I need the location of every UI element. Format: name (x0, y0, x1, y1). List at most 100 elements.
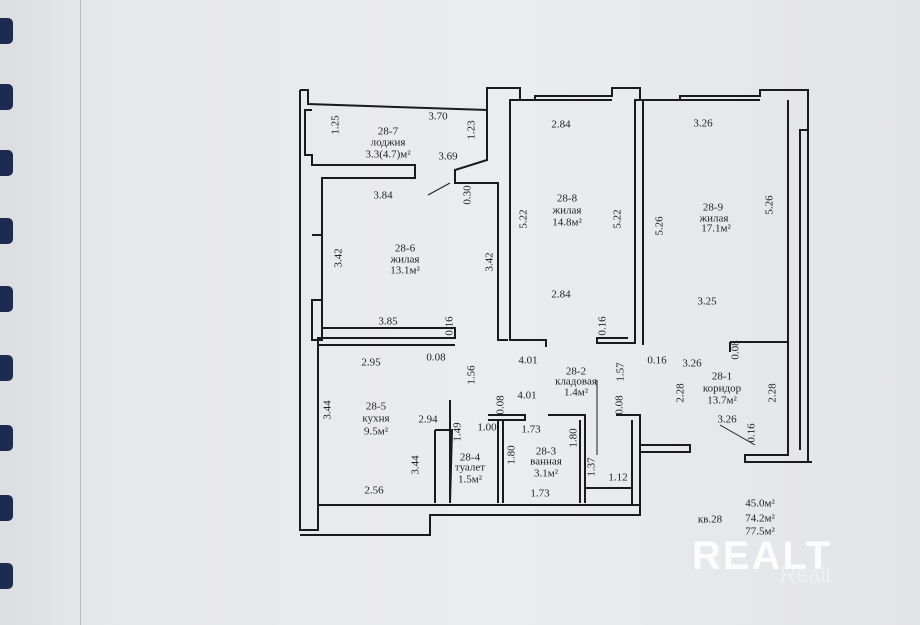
dim-label: 0.16 (745, 423, 758, 443)
room-id: 28-7 (377, 125, 399, 138)
dim-label: 1.57 (614, 362, 627, 382)
corridor-wall (744, 100, 812, 463)
binder-ring (0, 218, 13, 244)
binder-ring (0, 495, 13, 521)
wall (729, 341, 788, 352)
dim-label: 3.26 (693, 117, 713, 130)
dim-label: 3.25 (697, 295, 717, 308)
dim-label: 1.23 (465, 120, 478, 140)
wall (311, 182, 323, 341)
dim-label: 0.16 (596, 316, 609, 336)
dim-label: 1.49 (451, 422, 464, 442)
room-area: 14.8м² (552, 216, 582, 229)
room-type: кухня (362, 412, 390, 425)
dim-label: 5.26 (763, 195, 776, 215)
dim-label: 0.08 (494, 395, 507, 415)
dim-label: 1.25 (329, 115, 342, 135)
dim-label: 3.26 (717, 413, 737, 426)
room-area: 3.3(4.7)м² (365, 148, 411, 161)
window (535, 95, 612, 101)
bottom-wall (300, 345, 641, 536)
dim-label: 0.16 (443, 316, 456, 336)
room-9-walls (640, 89, 809, 450)
outer-wall-left (299, 90, 319, 531)
dim-label: 3.70 (428, 110, 448, 123)
dim-label: 4.01 (518, 354, 538, 367)
dim-label: 5.22 (517, 209, 530, 229)
wall (317, 327, 456, 346)
dim-label: 1.00 (477, 421, 497, 434)
total-area: 74.2м² (745, 512, 775, 525)
room-type: ванная (530, 455, 562, 468)
room-area: 13.1м² (390, 264, 420, 277)
dim-label: 1.37 (585, 457, 598, 477)
binder-margin-line (80, 0, 81, 625)
binder-ring (0, 150, 13, 176)
realt-watermark-faint: Realt (780, 562, 832, 587)
dim-label: 0.08 (613, 395, 626, 415)
room-type: жилая (552, 204, 582, 217)
dim-label: 2.95 (361, 356, 381, 369)
wall (300, 87, 547, 347)
dim-label: 2.84 (551, 288, 571, 301)
dim-label: 2.28 (674, 383, 687, 403)
room-area: 9.5м² (363, 425, 389, 438)
dim-label: 0.08 (426, 351, 446, 364)
binder-ring (0, 84, 13, 110)
room-id: 28-4 (459, 451, 481, 464)
room-id: 28-6 (394, 242, 416, 255)
dim-label: 1.80 (505, 445, 518, 465)
room-area: 13.7м² (707, 394, 737, 407)
room-area: 3.1м² (533, 467, 559, 480)
dim-label: 1.73 (521, 423, 541, 436)
room-id: 28-5 (365, 400, 387, 413)
room-area: 1.4м² (563, 386, 589, 399)
dim-label: 1.80 (567, 428, 580, 448)
dim-label: 2.28 (766, 383, 779, 403)
room-id: 28-1 (711, 370, 733, 383)
room-type: жилая (699, 212, 729, 225)
room-type: лоджия (370, 136, 406, 149)
bath-wall (488, 414, 526, 503)
room-id: 28-9 (702, 201, 724, 214)
room-area: 1.5м² (457, 473, 483, 486)
toilet-wall (434, 400, 454, 504)
window (680, 95, 760, 101)
dim-label: 5.26 (653, 216, 666, 236)
total-area-with-loggia: 77.5м² (745, 525, 775, 538)
binder-ring (0, 563, 13, 589)
apartment-number: кв.28 (697, 513, 723, 526)
dim-label: 0.30 (461, 185, 474, 205)
room-id: 28-3 (535, 445, 557, 458)
dim-label: 1.12 (608, 471, 628, 484)
dim-label: 0.08 (729, 340, 742, 360)
shaft-wall (616, 414, 691, 505)
dim-label: 3.42 (332, 248, 345, 268)
binder-ring (0, 18, 13, 44)
dim-label: 3.69 (438, 150, 458, 163)
bath-wall (548, 414, 632, 503)
dim-label: 3.85 (378, 315, 398, 328)
dim-label: 1.56 (465, 365, 478, 385)
binder-ring (0, 425, 13, 451)
room-area: 17.1м² (701, 222, 731, 235)
realt-watermark-logo: REALT (692, 534, 833, 578)
room-type: кладовая (555, 375, 597, 388)
dim-label: 2.84 (551, 118, 571, 131)
room-type: коридор (702, 382, 742, 395)
dim-label: 3.26 (682, 357, 702, 370)
room-id: 28-2 (565, 365, 587, 378)
dim-label: 4.01 (517, 389, 537, 402)
binder-ring (0, 286, 13, 312)
binder-ring (0, 355, 13, 381)
room-type: туалет (454, 461, 486, 474)
dim-label: 3.42 (483, 252, 496, 272)
dim-label: 0.16 (647, 354, 667, 367)
dim-label: 3.44 (409, 455, 422, 475)
dim-label: 2.56 (364, 484, 384, 497)
dim-label: 3.84 (373, 189, 393, 202)
room-type: жилая (390, 253, 420, 266)
room-id: 28-8 (556, 192, 578, 205)
